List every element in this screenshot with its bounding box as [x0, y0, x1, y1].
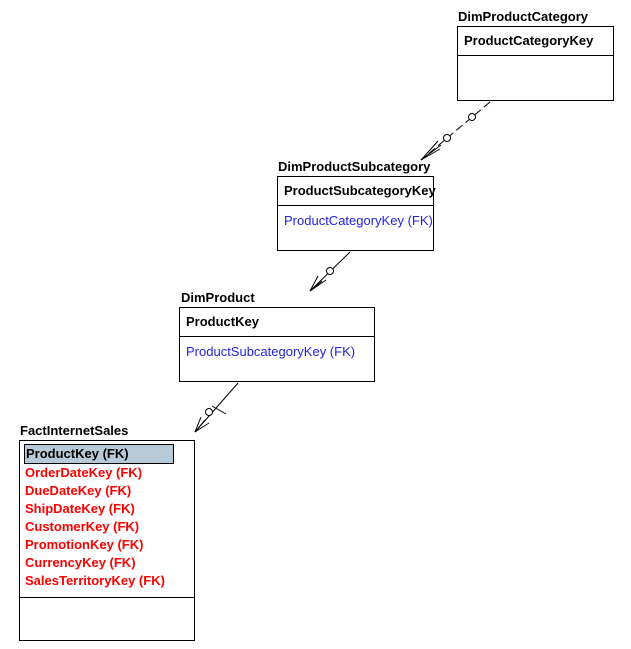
- key-field[interactable]: PromotionKey (FK): [25, 537, 144, 552]
- primary-key-field[interactable]: ProductKey: [186, 314, 259, 329]
- foreign-key-field[interactable]: ProductSubcategoryKey (FK): [186, 344, 356, 359]
- primary-key-field[interactable]: ProductCategoryKey: [464, 33, 594, 48]
- entity-fact-internet-sales[interactable]: ProductKey (FK) OrderDateKey (FK) DueDat…: [19, 440, 195, 641]
- entity-title-fact-internet-sales: FactInternetSales: [20, 423, 129, 438]
- entity-title-dim-product-category: DimProductCategory: [458, 9, 589, 24]
- pk-section: ProductCategoryKey: [458, 27, 613, 56]
- primary-key-field[interactable]: ProductSubcategoryKey: [284, 183, 436, 198]
- entity-dim-product-subcategory[interactable]: ProductSubcategoryKey ProductCategoryKey…: [277, 176, 436, 251]
- entity-dim-product[interactable]: ProductKey ProductSubcategoryKey (FK): [179, 307, 375, 382]
- optional-many-marker: [326, 267, 334, 275]
- pk-section: ProductKey: [180, 308, 374, 337]
- pk-section: ProductSubcategoryKey: [278, 177, 436, 206]
- key-field[interactable]: DueDateKey (FK): [25, 483, 132, 498]
- key-field[interactable]: OrderDateKey (FK): [25, 465, 143, 480]
- relationship-subcategory-product[interactable]: [309, 251, 351, 292]
- key-field-selected[interactable]: ProductKey (FK): [24, 444, 174, 464]
- relationship-product-fact[interactable]: [194, 382, 239, 433]
- key-section: ProductKey (FK) OrderDateKey (FK) DueDat…: [20, 441, 194, 598]
- key-field[interactable]: ShipDateKey (FK): [25, 501, 135, 516]
- key-field[interactable]: CurrencyKey (FK): [25, 555, 136, 570]
- relationship-category-subcategory[interactable]: [420, 101, 491, 161]
- one-bar: [211, 405, 227, 415]
- entity-title-dim-product-subcategory: DimProductSubcategory: [278, 159, 431, 174]
- optional-many-marker: [205, 408, 213, 416]
- key-field[interactable]: SalesTerritoryKey (FK): [25, 573, 165, 588]
- optional-many-marker: [443, 134, 451, 142]
- foreign-key-field[interactable]: ProductCategoryKey (FK): [284, 213, 433, 228]
- crows-foot: [194, 419, 206, 433]
- entity-dim-product-category[interactable]: ProductCategoryKey: [457, 26, 614, 101]
- key-field[interactable]: CustomerKey (FK): [25, 519, 140, 534]
- optional-one-marker: [468, 113, 476, 121]
- entity-title-dim-product: DimProduct: [181, 290, 255, 305]
